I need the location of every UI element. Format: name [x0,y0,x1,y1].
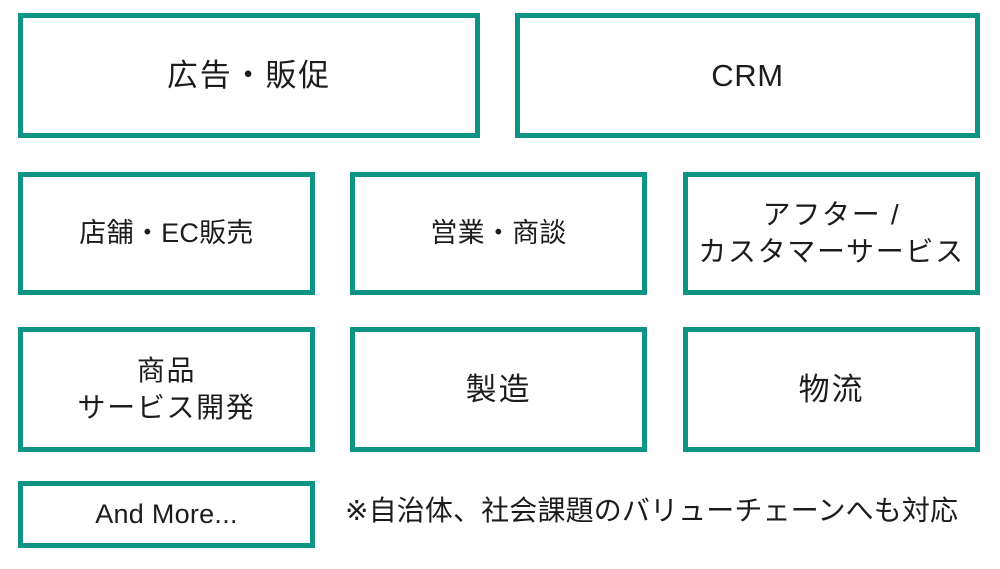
value-chain-box-store-ec-sales[interactable]: 店舗・EC販売 [18,172,315,295]
value-chain-box-label: 商品 サービス開発 [77,354,256,423]
value-chain-box-label: アフター / カスタマーサービス [698,198,965,267]
footnote-text: ※自治体、社会課題のバリューチェーンへも対応 [345,495,959,526]
value-chain-box-and-more[interactable]: And More... [18,481,315,548]
value-chain-box-label: 営業・商談 [430,218,567,249]
value-chain-box-logistics[interactable]: 物流 [683,327,980,452]
value-chain-box-label: 店舗・EC販売 [79,218,254,249]
value-chain-box-product-service-development[interactable]: 商品 サービス開発 [18,327,315,452]
value-chain-box-label: And More... [95,499,238,530]
value-chain-box-label: 物流 [798,371,865,407]
value-chain-box-label: CRM [711,57,784,93]
value-chain-box-crm[interactable]: CRM [515,13,980,138]
value-chain-box-after-customer-service[interactable]: アフター / カスタマーサービス [683,172,980,295]
value-chain-box-label: 広告・販促 [166,57,332,93]
value-chain-box-label: 製造 [465,371,532,407]
value-chain-box-manufacturing[interactable]: 製造 [350,327,647,452]
value-chain-box-sales-negotiation[interactable]: 営業・商談 [350,172,647,295]
value-chain-box-advertising[interactable]: 広告・販促 [18,13,480,138]
